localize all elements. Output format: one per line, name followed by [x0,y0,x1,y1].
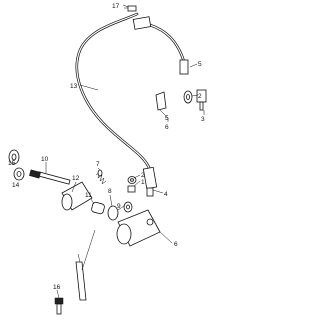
hose-bracket [155,91,169,119]
callout-16: 16 [53,284,61,291]
part-16-bolt [54,297,64,315]
callout-6-upper: 6 [165,124,169,131]
callout-4: 5 [198,61,202,68]
part-14-washer [13,167,25,181]
callout-13: 13 [70,83,78,90]
part-8-cup [107,205,119,221]
callout-6-lower: 6 [174,241,178,248]
part-12-boot [61,181,93,211]
callout-15: 15 [8,160,16,167]
part-9-ring [123,201,133,213]
callout-1: 1 [141,179,145,186]
callout-10: 10 [41,156,49,163]
callout-2-lower: 2 [141,172,145,179]
part-11-piston [91,201,105,215]
leader-lines [45,4,205,299]
bolt-17 [124,5,137,12]
callout-4-lower: 4 [164,191,168,198]
clutch-master-cylinder-exploded-diagram: 17 13 5 2 3 5 6 7 15 14 10 12 11 8 9 4 2… [8,3,207,315]
callout-9: 9 [117,203,121,210]
part-7-spring [95,169,107,185]
banjo-bolt-3 [196,89,207,111]
callout-11: 11 [85,192,92,199]
clutch-hose [75,12,189,197]
callout-labels: 17 13 5 2 3 5 6 7 15 14 10 12 11 8 9 4 2… [8,3,205,291]
callout-12: 12 [72,175,80,182]
part-2-washer [127,176,137,184]
part-1-bolt [127,185,136,193]
callout-14: 14 [12,182,20,189]
callout-5: 5 [165,115,169,122]
part-10-push-rod [29,169,71,185]
part-6-cylinder-body [116,209,161,247]
callout-8: 8 [108,188,112,195]
callout-2: 2 [198,93,202,100]
part-15-boot [8,149,20,165]
banjo-washer-upper [183,90,193,104]
push-rod-bracket [75,253,87,301]
callout-17: 17 [112,3,120,10]
callout-3: 3 [201,116,205,123]
callout-7: 7 [96,161,100,168]
